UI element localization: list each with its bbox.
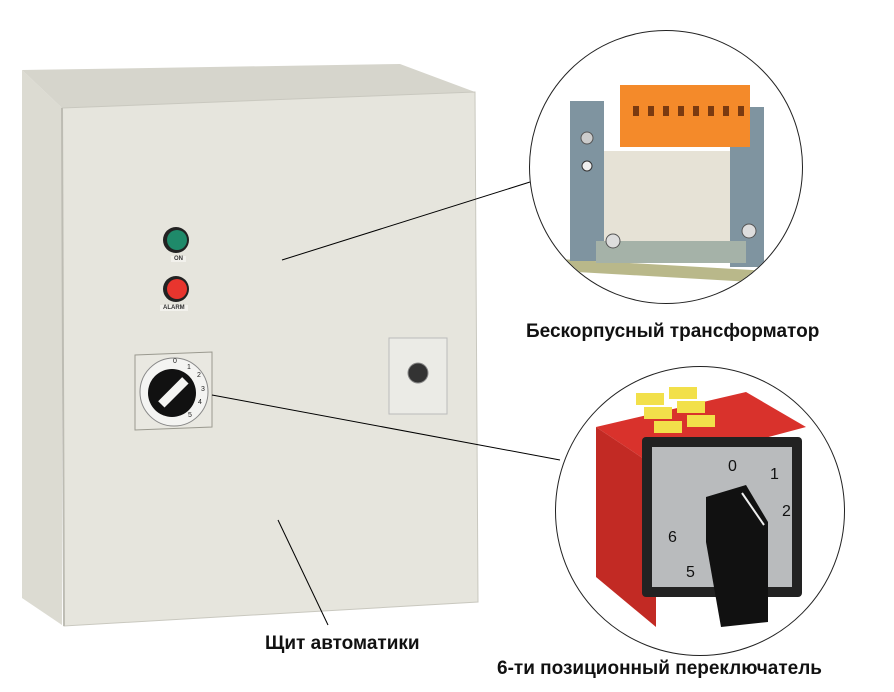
svg-text:0: 0 bbox=[173, 358, 177, 365]
transformer-illustration bbox=[560, 85, 770, 283]
transformer-callout bbox=[529, 30, 803, 304]
indicator-alarm-lamp bbox=[167, 279, 187, 299]
svg-text:2: 2 bbox=[197, 372, 201, 379]
selector-switch-illustration: 0 1 2 6 5 bbox=[596, 387, 806, 627]
svg-text:1: 1 bbox=[187, 364, 191, 371]
connector-cabinet-label bbox=[277, 519, 329, 626]
svg-text:3: 3 bbox=[201, 386, 205, 393]
indicator-on-lamp bbox=[167, 230, 187, 250]
svg-text:4: 4 bbox=[198, 399, 202, 406]
selector-switch-callout: 0 1 2 6 5 bbox=[555, 366, 845, 656]
svg-text:6: 6 bbox=[668, 529, 677, 546]
svg-text:1: 1 bbox=[770, 466, 779, 483]
svg-text:5: 5 bbox=[188, 412, 192, 419]
indicator-on-label: ON bbox=[171, 256, 186, 262]
door-lock-icon bbox=[407, 362, 429, 384]
transformer-label: Бескорпусный трансформатор bbox=[526, 321, 820, 342]
terminal-block bbox=[620, 85, 750, 147]
connector-transformer bbox=[281, 181, 531, 261]
cabinet-top bbox=[22, 64, 475, 108]
svg-text:2: 2 bbox=[782, 503, 791, 520]
cabinet-label: Щит автоматики bbox=[265, 633, 420, 654]
switch-handle bbox=[706, 485, 768, 627]
indicator-alarm-label: ALARM bbox=[160, 305, 188, 311]
connector-switch bbox=[211, 394, 561, 461]
cabinet-side bbox=[22, 70, 62, 625]
selector-switch-label: 6-ти позиционный переключатель bbox=[497, 658, 822, 679]
dial-pointer bbox=[158, 377, 189, 408]
svg-text:5: 5 bbox=[686, 564, 695, 581]
svg-text:0: 0 bbox=[728, 458, 737, 475]
